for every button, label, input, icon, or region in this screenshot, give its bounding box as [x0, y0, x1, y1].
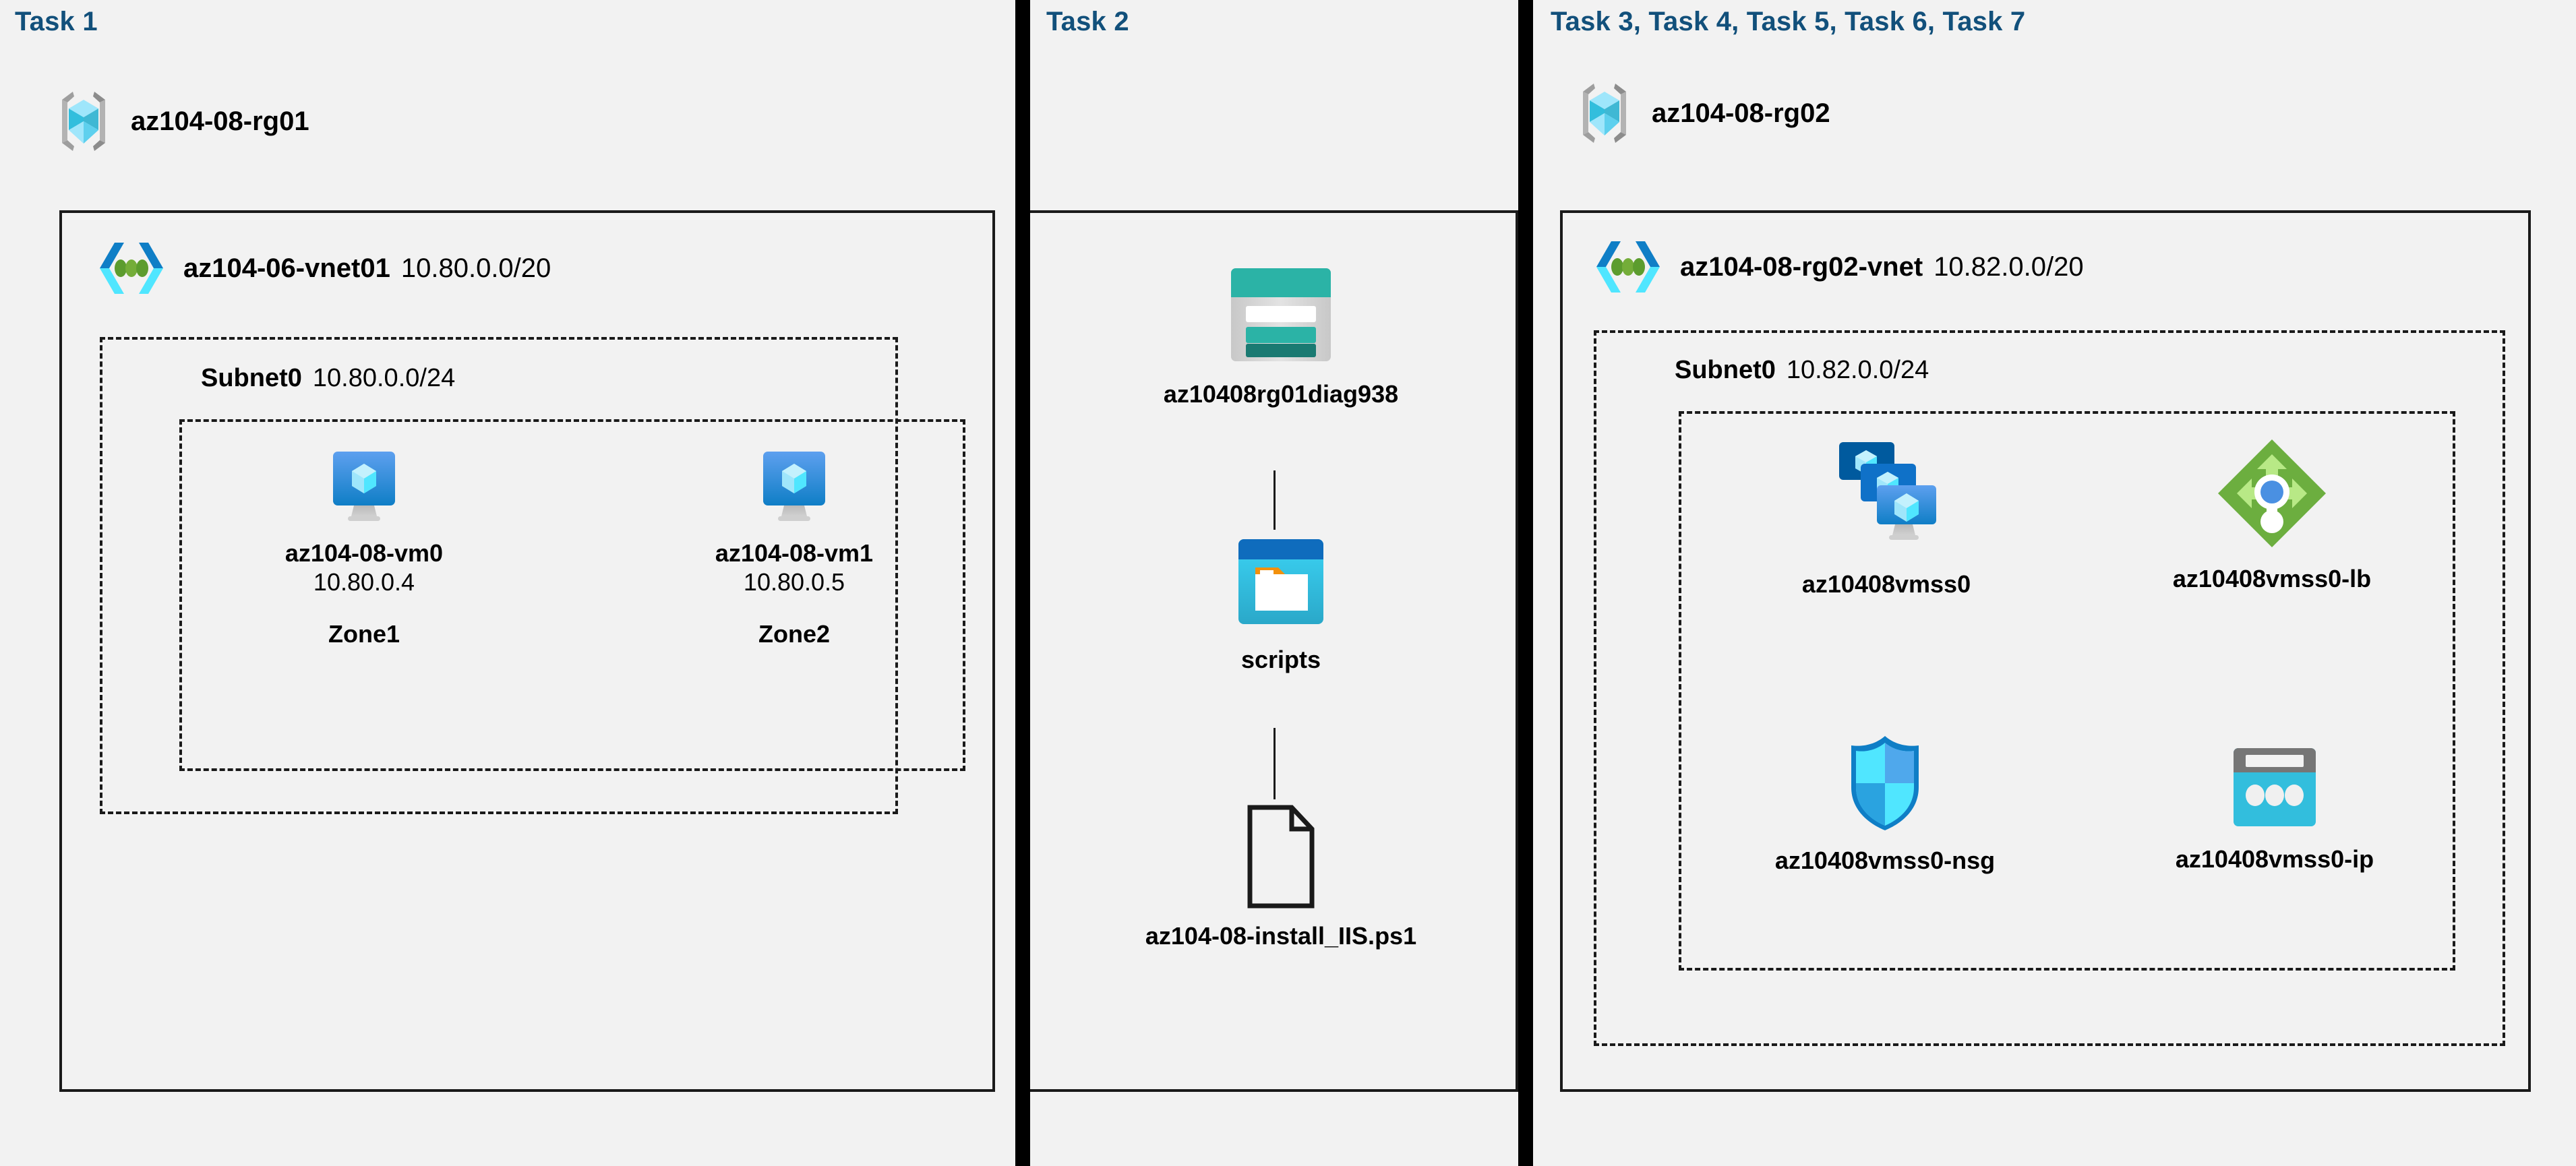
- public-ip-name: az10408vmss0-ip: [2175, 845, 2374, 873]
- task1-vnet-name: az104-06-vnet01: [183, 253, 390, 283]
- task3to7-subnet-cidr: 10.82.0.0/24: [1786, 356, 1929, 384]
- vmss-node[interactable]: az10408vmss0: [1711, 434, 2062, 599]
- nsg-node[interactable]: az10408vmss0-nsg: [1716, 732, 2054, 875]
- task1-vm-group-box: [179, 419, 965, 771]
- virtual-network-icon: [94, 237, 169, 299]
- vm1-name: az104-08-vm1: [715, 539, 874, 567]
- resource-group-icon: [53, 88, 115, 155]
- task1-subnet-label: Subnet0 10.80.0.0/24: [201, 364, 455, 393]
- task3to7-title: Task 3, Task 4, Task 5, Task 6, Task 7: [1551, 7, 2026, 36]
- file-name: az104-08-install_IIS.ps1: [1145, 922, 1417, 950]
- vm-node-az104-08-vm1[interactable]: az104-08-vm1 10.80.0.5 Zone2: [686, 446, 902, 648]
- vm0-zone: Zone1: [328, 619, 400, 648]
- task1-subnet-name: Subnet0: [201, 364, 302, 392]
- task3to7-resource-group-inner-box: [1679, 411, 2455, 971]
- virtual-network-icon: [1591, 236, 1665, 298]
- task3to7-resource-group-label: az104-08-rg02: [1652, 98, 1830, 128]
- vm0-ip: 10.80.0.4: [313, 568, 415, 596]
- virtual-machine-icon: [324, 446, 405, 527]
- task3to7-resource-group: az104-08-rg02: [1574, 80, 1830, 147]
- public-ip-address-icon: [2225, 741, 2324, 833]
- vm-node-az104-08-vm0[interactable]: az104-08-vm0 10.80.0.4 Zone1: [256, 446, 472, 648]
- task1-subnet-cidr: 10.80.0.0/24: [312, 364, 456, 392]
- task1-subnet-box: [100, 337, 898, 814]
- task1-rg-box: [59, 210, 995, 1092]
- connector-container-to-file: [1274, 728, 1276, 799]
- task3to7-column: Task 3, Task 4, Task 5, Task 6, Task 7: [1533, 0, 2576, 1166]
- vmss-name: az10408vmss0: [1801, 570, 1971, 598]
- column-separator-2: [1518, 0, 1533, 1166]
- task2-column: Task 2 az10408rg01diag938: [1030, 0, 1518, 1166]
- storage-account-node[interactable]: az10408rg01diag938: [1092, 262, 1470, 408]
- task1-vnet: az104-06-vnet01 10.80.0.0/20: [94, 237, 551, 299]
- blob-container-icon: [1230, 532, 1331, 634]
- storage-account-icon: [1220, 262, 1342, 368]
- blob-container-name: scripts: [1240, 646, 1321, 673]
- task3to7-vnet-name: az104-08-rg02-vnet: [1680, 251, 1923, 282]
- connector-storage-to-container: [1274, 470, 1276, 530]
- storage-account-name: az10408rg01diag938: [1163, 380, 1399, 408]
- task1-column: Task 1 az104-08-rg01: [0, 0, 1015, 1166]
- task3to7-subnet-name: Subnet0: [1675, 356, 1776, 384]
- load-balancer-node[interactable]: az10408vmss0-lb: [2110, 434, 2434, 593]
- load-balancer-name: az10408vmss0-lb: [2172, 565, 2372, 592]
- task3to7-vnet-cidr: 10.82.0.0/20: [1934, 251, 2084, 282]
- load-balancer-icon: [2213, 434, 2331, 553]
- network-security-group-icon: [1842, 732, 1928, 834]
- task1-resource-group: az104-08-rg01: [53, 88, 309, 155]
- vm1-zone: Zone2: [758, 619, 830, 648]
- task3to7-subnet-box: [1594, 330, 2505, 1046]
- task2-title: Task 2: [1046, 7, 1129, 36]
- vm0-name: az104-08-vm0: [284, 539, 444, 567]
- virtual-machine-icon: [754, 446, 835, 527]
- task1-vnet-cidr: 10.80.0.0/20: [400, 253, 551, 283]
- public-ip-node[interactable]: az10408vmss0-ip: [2113, 741, 2436, 873]
- column-separator-1: [1015, 0, 1030, 1166]
- vm-scale-set-icon: [1828, 434, 1944, 558]
- task1-title: Task 1: [15, 7, 98, 36]
- task3to7-vnet: az104-08-rg02-vnet 10.82.0.0/20: [1591, 236, 2084, 298]
- file-node[interactable]: az104-08-install_IIS.ps1: [1092, 803, 1470, 950]
- task1-resource-group-label: az104-08-rg01: [131, 106, 309, 136]
- vm1-ip: 10.80.0.5: [743, 568, 845, 596]
- blob-container-node[interactable]: scripts: [1092, 532, 1470, 674]
- file-icon: [1239, 803, 1323, 910]
- resource-group-icon: [1574, 80, 1636, 147]
- nsg-name: az10408vmss0-nsg: [1774, 847, 1996, 874]
- task3to7-subnet-label: Subnet0 10.82.0.0/24: [1675, 356, 1929, 385]
- task3to7-rg-box: [1560, 210, 2531, 1092]
